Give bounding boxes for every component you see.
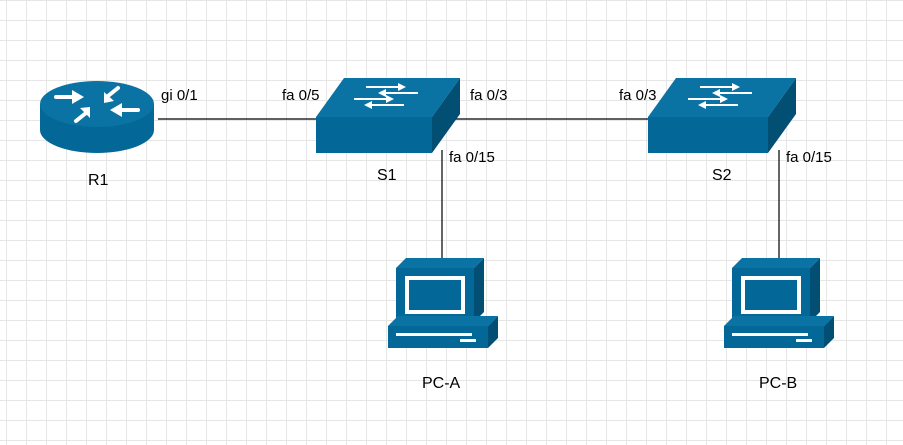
device-label-s2: S2	[712, 167, 732, 184]
port-label-s1-fa3: fa 0/3	[470, 87, 508, 104]
device-label-r1: R1	[88, 172, 109, 189]
device-label-pca: PC-A	[422, 375, 461, 392]
port-label-s2-fa3: fa 0/3	[619, 87, 657, 104]
pc-icon	[724, 258, 834, 348]
device-label-pcb: PC-B	[759, 375, 798, 392]
device-label-s1: S1	[377, 167, 397, 184]
port-label-s1-fa15: fa 0/15	[449, 149, 495, 166]
switch-icon	[316, 78, 460, 153]
port-label-s2-fa15: fa 0/15	[786, 149, 832, 166]
port-label-s1-fa5: fa 0/5	[282, 87, 320, 104]
pc-icon	[388, 258, 498, 348]
switch-icon	[648, 78, 796, 153]
router-icon	[40, 81, 154, 153]
port-label-r1-gi: gi 0/1	[161, 87, 198, 104]
